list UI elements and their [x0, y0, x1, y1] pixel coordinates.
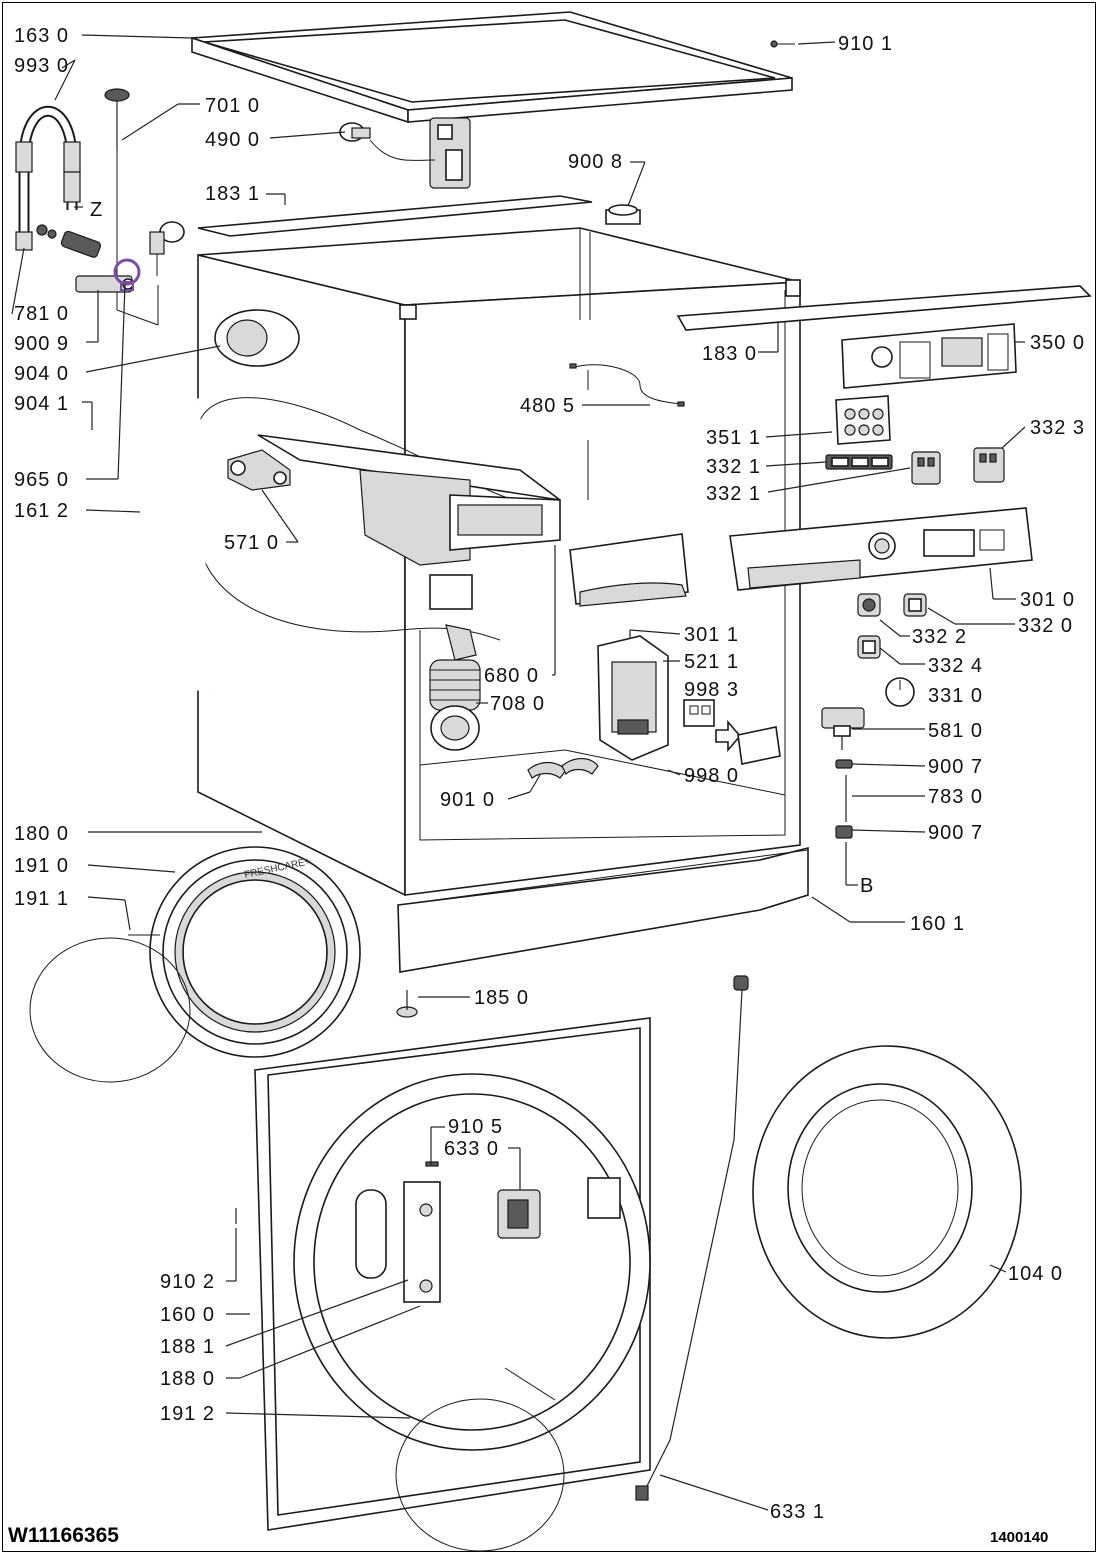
label-904-0: 904 0	[14, 363, 69, 385]
spring-191-2	[504, 1367, 556, 1401]
door-191-0: FRESHCARE+	[149, 846, 361, 1058]
buttons-351-1	[835, 395, 891, 445]
label-332-2: 332 2	[912, 626, 967, 648]
document-id: W11166365	[8, 1524, 119, 1547]
label-900-8: 900 8	[568, 151, 623, 173]
clip-900-8	[605, 204, 641, 225]
keys-332-3	[973, 447, 1005, 483]
control-module-521-1	[597, 635, 781, 765]
front-top-rail	[197, 195, 593, 237]
label-900-7b: 900 7	[928, 822, 983, 844]
drain-hose-993-0	[15, 105, 81, 251]
label-521-1: 521 1	[684, 651, 739, 673]
label-183-0: 183 0	[702, 343, 757, 365]
leader-lines	[11, 34, 1026, 1511]
label-z: Z	[90, 199, 103, 221]
label-900-7a: 900 7	[928, 756, 983, 778]
label-783-0: 783 0	[928, 786, 983, 808]
rear-rail-183-0	[676, 285, 1092, 331]
label-185-0: 185 0	[474, 987, 529, 1009]
label-332-0: 332 0	[1018, 615, 1073, 637]
label-188-1: 188 1	[160, 1336, 215, 1358]
label-480-5: 480 5	[520, 395, 575, 417]
knob-332-0	[903, 593, 927, 617]
label-900-9: 900 9	[14, 333, 69, 355]
label-163-0: 163 0	[14, 25, 69, 47]
label-191-1: 191 1	[14, 888, 69, 910]
label-633-0: 633 0	[444, 1138, 499, 1160]
top-lid	[191, 11, 793, 124]
detail-circle-191-1	[29, 937, 191, 1083]
bellows-708-0	[429, 624, 481, 751]
label-633-1: 633 1	[770, 1501, 825, 1523]
label-332-4: 332 4	[928, 655, 983, 677]
label-332-3: 332 3	[1030, 417, 1085, 439]
o-ring-tab	[120, 281, 134, 291]
wire-633-1	[635, 975, 749, 1501]
label-901-0: 901 0	[440, 789, 495, 811]
label-998-3: 998 3	[684, 679, 739, 701]
label-188-0: 188 0	[160, 1368, 215, 1390]
label-701-0: 701 0	[205, 95, 260, 117]
foot-185-0	[396, 990, 418, 1018]
label-910-2: 910 2	[160, 1271, 215, 1293]
label-350-0: 350 0	[1030, 332, 1085, 354]
label-180-0: 180 0	[14, 823, 69, 845]
keys-332-1	[825, 454, 893, 470]
knob-331-0	[885, 677, 915, 707]
label-993-0: 993 0	[14, 55, 69, 77]
label-332-1b: 332 1	[706, 483, 761, 505]
label-301-1: 301 1	[684, 624, 739, 646]
kickplate-160-1	[397, 846, 809, 973]
label-161-2: 161 2	[14, 500, 69, 522]
label-781-0: 781 0	[14, 303, 69, 325]
dispenser-assembly	[227, 434, 561, 610]
inlet-valve-assembly	[339, 117, 471, 189]
label-160-0: 160 0	[160, 1304, 215, 1326]
drawer-front-301-1	[569, 533, 689, 607]
o-ring-965-0	[113, 258, 141, 286]
hose-161-2	[126, 397, 211, 693]
electronic-board-350-0	[841, 323, 1017, 389]
feet-901-0	[527, 757, 599, 779]
knob-332-2	[857, 593, 881, 617]
dispenser-opening-904-0	[214, 309, 300, 367]
keys-332-1-side	[911, 451, 941, 485]
label-332-1a: 332 1	[706, 456, 761, 478]
label-708-0: 708 0	[490, 693, 545, 715]
label-191-2: 191 2	[160, 1403, 215, 1425]
label-351-1: 351 1	[706, 427, 761, 449]
label-191-0: 191 0	[14, 855, 69, 877]
knob-332-4	[857, 635, 881, 659]
label-904-1: 904 1	[14, 393, 69, 415]
front-panel-160-0	[254, 1017, 651, 1531]
label-490-0: 490 0	[205, 129, 260, 151]
filter-plug-904-1	[36, 224, 102, 258]
label-910-1: 910 1	[838, 33, 893, 55]
label-998-0: 998 0	[684, 765, 739, 787]
label-910-5: 910 5	[448, 1116, 503, 1138]
part-labels: 163 0 993 0 910 1 701 0 490 0 900 8 183 …	[14, 25, 1085, 1523]
label-104-0: 104 0	[1008, 1263, 1063, 1285]
screw-910-1	[770, 40, 795, 48]
label-301-0: 301 0	[1020, 589, 1075, 611]
cable-480-5	[569, 363, 685, 407]
control-panel-301-0	[729, 507, 1033, 591]
detail-circle-191-2	[395, 1398, 565, 1552]
elbow-fitting	[149, 221, 185, 276]
label-160-1: 160 1	[910, 913, 965, 935]
label-183-1: 183 1	[205, 183, 260, 205]
label-581-0: 581 0	[928, 720, 983, 742]
label-680-0: 680 0	[484, 665, 539, 687]
document-code: 1400140	[990, 1529, 1049, 1546]
pressure-switch-581-0	[821, 707, 865, 839]
label-571-0: 571 0	[224, 532, 279, 554]
label-b: B	[860, 875, 874, 897]
label-331-0: 331 0	[928, 685, 983, 707]
door-glass-104-0	[752, 1045, 1022, 1339]
label-965-0: 965 0	[14, 469, 69, 491]
